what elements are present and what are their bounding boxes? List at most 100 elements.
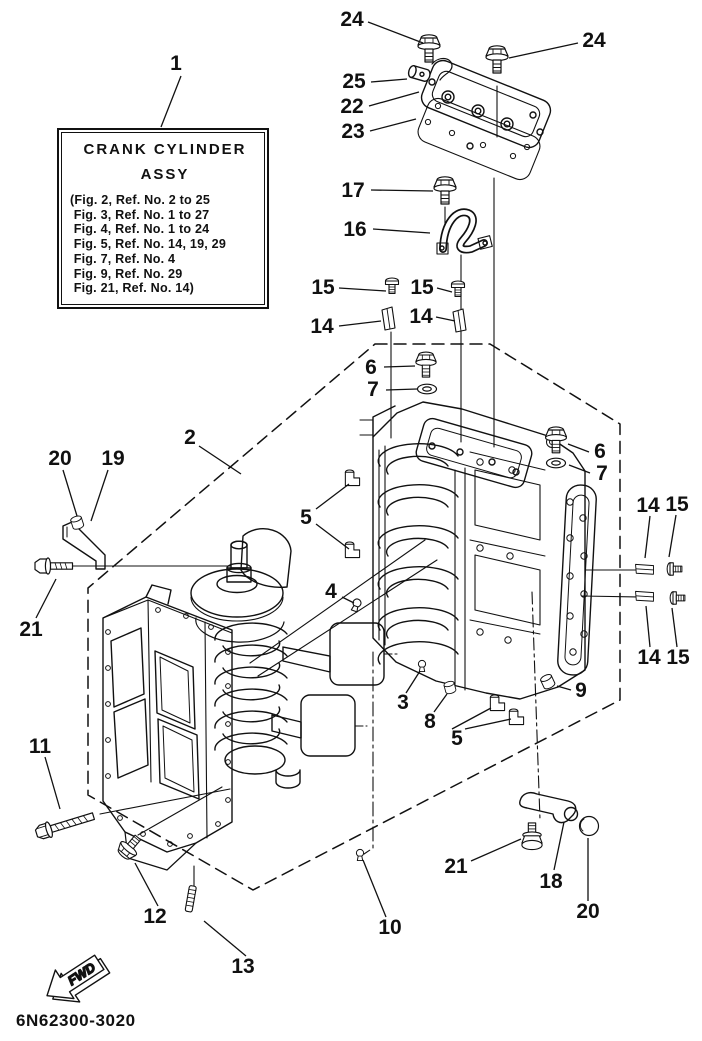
part-11-bolt (33, 807, 97, 842)
leader-line-15 (668, 514, 677, 558)
leader-line-14 (645, 605, 651, 648)
callout-label-21: 21 (19, 618, 43, 641)
callout-label-13: 13 (231, 955, 254, 978)
info-box-ref-line: Fig. 3, Ref. No. 1 to 27 (70, 207, 210, 222)
leader-line-21 (470, 838, 522, 862)
part-14-clip-a (381, 306, 396, 331)
callout-label-6: 6 (365, 356, 377, 379)
callout-label-23: 23 (341, 120, 364, 143)
leader-line-16 (372, 228, 431, 234)
info-box-title-line1: CRANK CYLINDER (83, 141, 247, 158)
callout-label-16: 16 (343, 218, 366, 241)
part-20-bushing-left (69, 514, 86, 532)
leader-line-25 (370, 78, 408, 83)
callout-label-15: 15 (410, 276, 434, 299)
part-5-fitting-c (489, 694, 506, 712)
leader-line-8 (433, 693, 448, 713)
leader-line-9 (556, 685, 572, 691)
part-15-screw-a (384, 277, 400, 295)
leader-line-22 (368, 91, 420, 107)
info-box-ref-line: (Fig. 2, Ref. No. 2 to 25 (70, 193, 211, 207)
part-5-fitting-d (508, 708, 525, 726)
leader-line-10 (362, 859, 387, 918)
part-3-bolt (417, 659, 427, 673)
leader-line-14 (338, 320, 382, 327)
callout-label-25: 25 (342, 70, 366, 93)
callout-label-15: 15 (665, 493, 689, 516)
leader-line-5 (451, 707, 492, 730)
hardware-parts (33, 34, 686, 913)
leader-line-17 (370, 189, 434, 192)
leader-line-5 (464, 718, 512, 730)
callout-label-22: 22 (340, 95, 363, 118)
leader-line-5 (315, 483, 350, 510)
callout-label-20: 20 (48, 447, 71, 470)
callout-label-21: 21 (444, 855, 468, 878)
callout-label-24: 24 (340, 8, 364, 31)
callout-label-5: 5 (451, 727, 463, 750)
leader-line-23 (369, 118, 417, 132)
crankshaft-assembly (190, 528, 385, 789)
leader-line-11 (44, 756, 61, 810)
leader-line-20 (62, 469, 78, 517)
leader-line-15 (338, 287, 387, 292)
leader-line-12 (134, 862, 159, 907)
callout-label-15: 15 (666, 646, 690, 669)
callout-label-8: 8 (424, 710, 436, 733)
lever-bracket (519, 792, 579, 824)
leader-line-3 (405, 670, 421, 694)
part-7-washer-left (416, 383, 438, 395)
leader-line-6 (567, 443, 590, 453)
callout-label-12: 12 (143, 905, 166, 928)
part-5-fitting-a (344, 469, 361, 487)
leader-line-21 (35, 578, 57, 619)
callout-label-5: 5 (300, 506, 312, 529)
callout-label-17: 17 (341, 179, 364, 202)
callout-label-18: 18 (539, 870, 563, 893)
leader-line-1 (160, 75, 182, 128)
info-box-ref-line: Fig. 21, Ref. No. 14) (70, 281, 195, 296)
part-20-cap-right (578, 815, 600, 837)
info-box-ref-line: Fig. 9, Ref. No. 29 (70, 266, 183, 281)
info-box-ref-line: Fig. 7, Ref. No. 4 (70, 251, 176, 266)
leader-line-18 (553, 821, 565, 871)
leader-line-14 (644, 515, 651, 559)
part-6-bolt-left (415, 351, 437, 378)
info-box-inner: CRANK CYLINDER ASSY (Fig. 2, Ref. No. 2 … (61, 132, 265, 305)
part-14-clip-d (633, 588, 656, 605)
leader-line-7 (385, 388, 418, 391)
leader-line-6 (383, 365, 416, 368)
part-21-bolt-right (521, 822, 543, 851)
leader-line-24 (508, 42, 579, 59)
leader-line-15 (436, 287, 453, 293)
callout-label-14: 14 (637, 646, 661, 669)
callout-label-4: 4 (325, 580, 337, 603)
part-15-screw-d (669, 591, 686, 605)
callout-label-15: 15 (311, 276, 335, 299)
callout-label-14: 14 (409, 305, 433, 328)
leader-line-13 (203, 920, 247, 957)
cover-plate-and-gasket (417, 57, 552, 181)
callout-label-3: 3 (397, 691, 409, 714)
leader-line-7 (568, 464, 591, 474)
part-9-dowel (538, 672, 557, 691)
part-15-screw-c (666, 562, 683, 576)
callout-label-24: 24 (582, 29, 606, 52)
info-box-ref-line: Fig. 5, Ref. No. 14, 19, 29 (70, 237, 227, 252)
callout-label-11: 11 (29, 735, 52, 758)
leader-line-24 (367, 21, 424, 44)
part-24-bolt-left (417, 34, 441, 63)
clamp-bracket (436, 208, 493, 255)
callout-label-14: 14 (636, 494, 660, 517)
callout-label-7: 7 (596, 462, 608, 485)
leader-line-14 (435, 316, 456, 322)
callout-label-7: 7 (367, 378, 379, 401)
callout-label-19: 19 (101, 447, 124, 470)
part-10-pin (355, 848, 365, 862)
drawing-number: 6N62300-3020 (16, 1011, 136, 1030)
part-6-bolt-right (544, 426, 568, 454)
part-21-bolt-left (34, 557, 74, 575)
leader-line-2 (198, 445, 242, 475)
